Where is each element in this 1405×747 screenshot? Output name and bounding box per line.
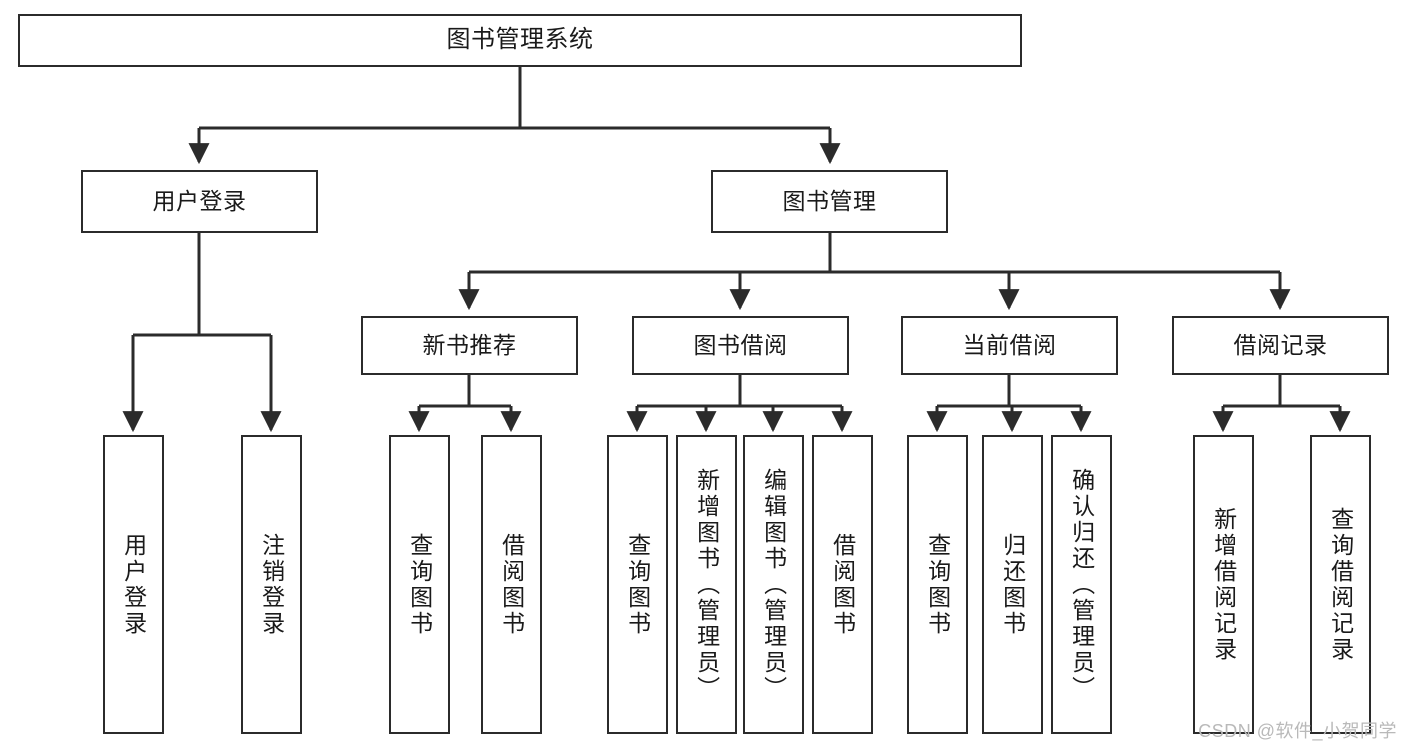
node-user-login[interactable]: 用户登录	[81, 170, 318, 233]
leaf-return-book-label: 归还图书	[999, 532, 1026, 637]
leaf-query-book-borrow[interactable]: 查询图书	[607, 435, 668, 734]
leaf-user-login[interactable]: 用户登录	[103, 435, 164, 734]
node-root[interactable]: 图书管理系统	[18, 14, 1022, 67]
leaf-edit-book-admin[interactable]: 编辑图书（管理员）	[743, 435, 804, 734]
leaf-borrow-book-recommend-label: 借阅图书	[498, 532, 525, 637]
node-borrow-record[interactable]: 借阅记录	[1172, 316, 1389, 375]
node-current-borrow-label: 当前借阅	[962, 331, 1057, 358]
leaf-query-borrow-record[interactable]: 查询借阅记录	[1310, 435, 1371, 734]
node-current-borrow[interactable]: 当前借阅	[901, 316, 1118, 375]
leaf-add-borrow-record[interactable]: 新增借阅记录	[1193, 435, 1254, 734]
leaf-user-login-label: 用户登录	[120, 532, 147, 637]
node-book-borrow-label: 图书借阅	[693, 331, 788, 358]
leaf-query-book-current[interactable]: 查询图书	[907, 435, 968, 734]
node-user-login-label: 用户登录	[152, 187, 247, 214]
csdn-watermark: CSDN @软件_小贺同学	[1198, 721, 1397, 741]
leaf-borrow-book-borrow[interactable]: 借阅图书	[812, 435, 873, 734]
leaf-confirm-return-admin-label: 确认归还（管理员）	[1068, 467, 1095, 702]
leaf-query-borrow-record-label: 查询借阅记录	[1327, 506, 1354, 663]
leaf-borrow-book-borrow-label: 借阅图书	[829, 532, 856, 637]
leaf-logout-login-label: 注销登录	[258, 532, 285, 637]
leaf-query-book-recommend-label: 查询图书	[406, 532, 433, 637]
leaf-confirm-return-admin[interactable]: 确认归还（管理员）	[1051, 435, 1112, 734]
node-book-manage[interactable]: 图书管理	[711, 170, 948, 233]
node-book-borrow[interactable]: 图书借阅	[632, 316, 849, 375]
leaf-borrow-book-recommend[interactable]: 借阅图书	[481, 435, 542, 734]
leaf-add-book-admin-label: 新增图书（管理员）	[693, 467, 720, 702]
leaf-add-borrow-record-label: 新增借阅记录	[1210, 506, 1237, 663]
leaf-query-book-recommend[interactable]: 查询图书	[389, 435, 450, 734]
leaf-query-book-current-label: 查询图书	[924, 532, 951, 637]
node-book-manage-label: 图书管理	[782, 187, 877, 214]
leaf-return-book[interactable]: 归还图书	[982, 435, 1043, 734]
leaf-logout-login[interactable]: 注销登录	[241, 435, 302, 734]
leaf-edit-book-admin-label: 编辑图书（管理员）	[760, 467, 787, 702]
node-new-book-recommend-label: 新书推荐	[422, 331, 517, 358]
node-new-book-recommend[interactable]: 新书推荐	[361, 316, 578, 375]
node-borrow-record-label: 借阅记录	[1233, 331, 1328, 358]
node-root-label: 图书管理系统	[446, 26, 594, 54]
leaf-add-book-admin[interactable]: 新增图书（管理员）	[676, 435, 737, 734]
leaf-query-book-borrow-label: 查询图书	[624, 532, 651, 637]
